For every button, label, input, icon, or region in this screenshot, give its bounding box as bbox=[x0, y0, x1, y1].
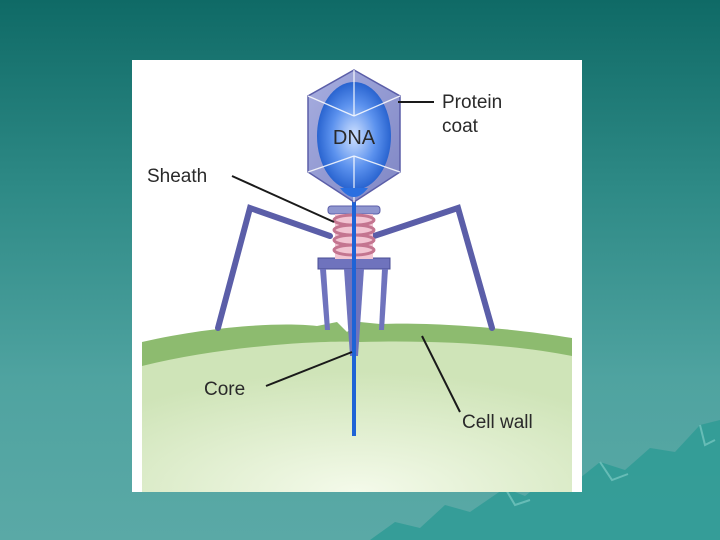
label-dna: DNA bbox=[333, 127, 376, 149]
tail-fiber-right bbox=[371, 204, 495, 331]
tail-fibers bbox=[215, 204, 495, 331]
label-core: Core bbox=[204, 379, 245, 400]
label-protein-coat-line2: coat bbox=[442, 116, 479, 137]
protein-coat bbox=[307, 69, 401, 203]
label-cell-wall: Cell wall bbox=[462, 412, 533, 433]
label-sheath: Sheath bbox=[147, 166, 207, 187]
leader-core bbox=[265, 351, 353, 387]
label-protein-coat-line1: Protein bbox=[442, 92, 502, 113]
diagram-panel: DNA Protein coat Sheath Core Cell wall bbox=[132, 60, 582, 492]
tail-fiber-left bbox=[215, 204, 333, 331]
leader-sheath bbox=[231, 175, 335, 223]
leader-cell-wall bbox=[421, 335, 461, 413]
cell-interior bbox=[142, 331, 572, 492]
bacteriophage-diagram: DNA Protein coat Sheath Core Cell wall bbox=[142, 69, 572, 492]
decorative-mountain-highlights bbox=[504, 424, 716, 507]
cell-wall bbox=[142, 322, 572, 366]
decorative-mountains bbox=[370, 420, 720, 540]
